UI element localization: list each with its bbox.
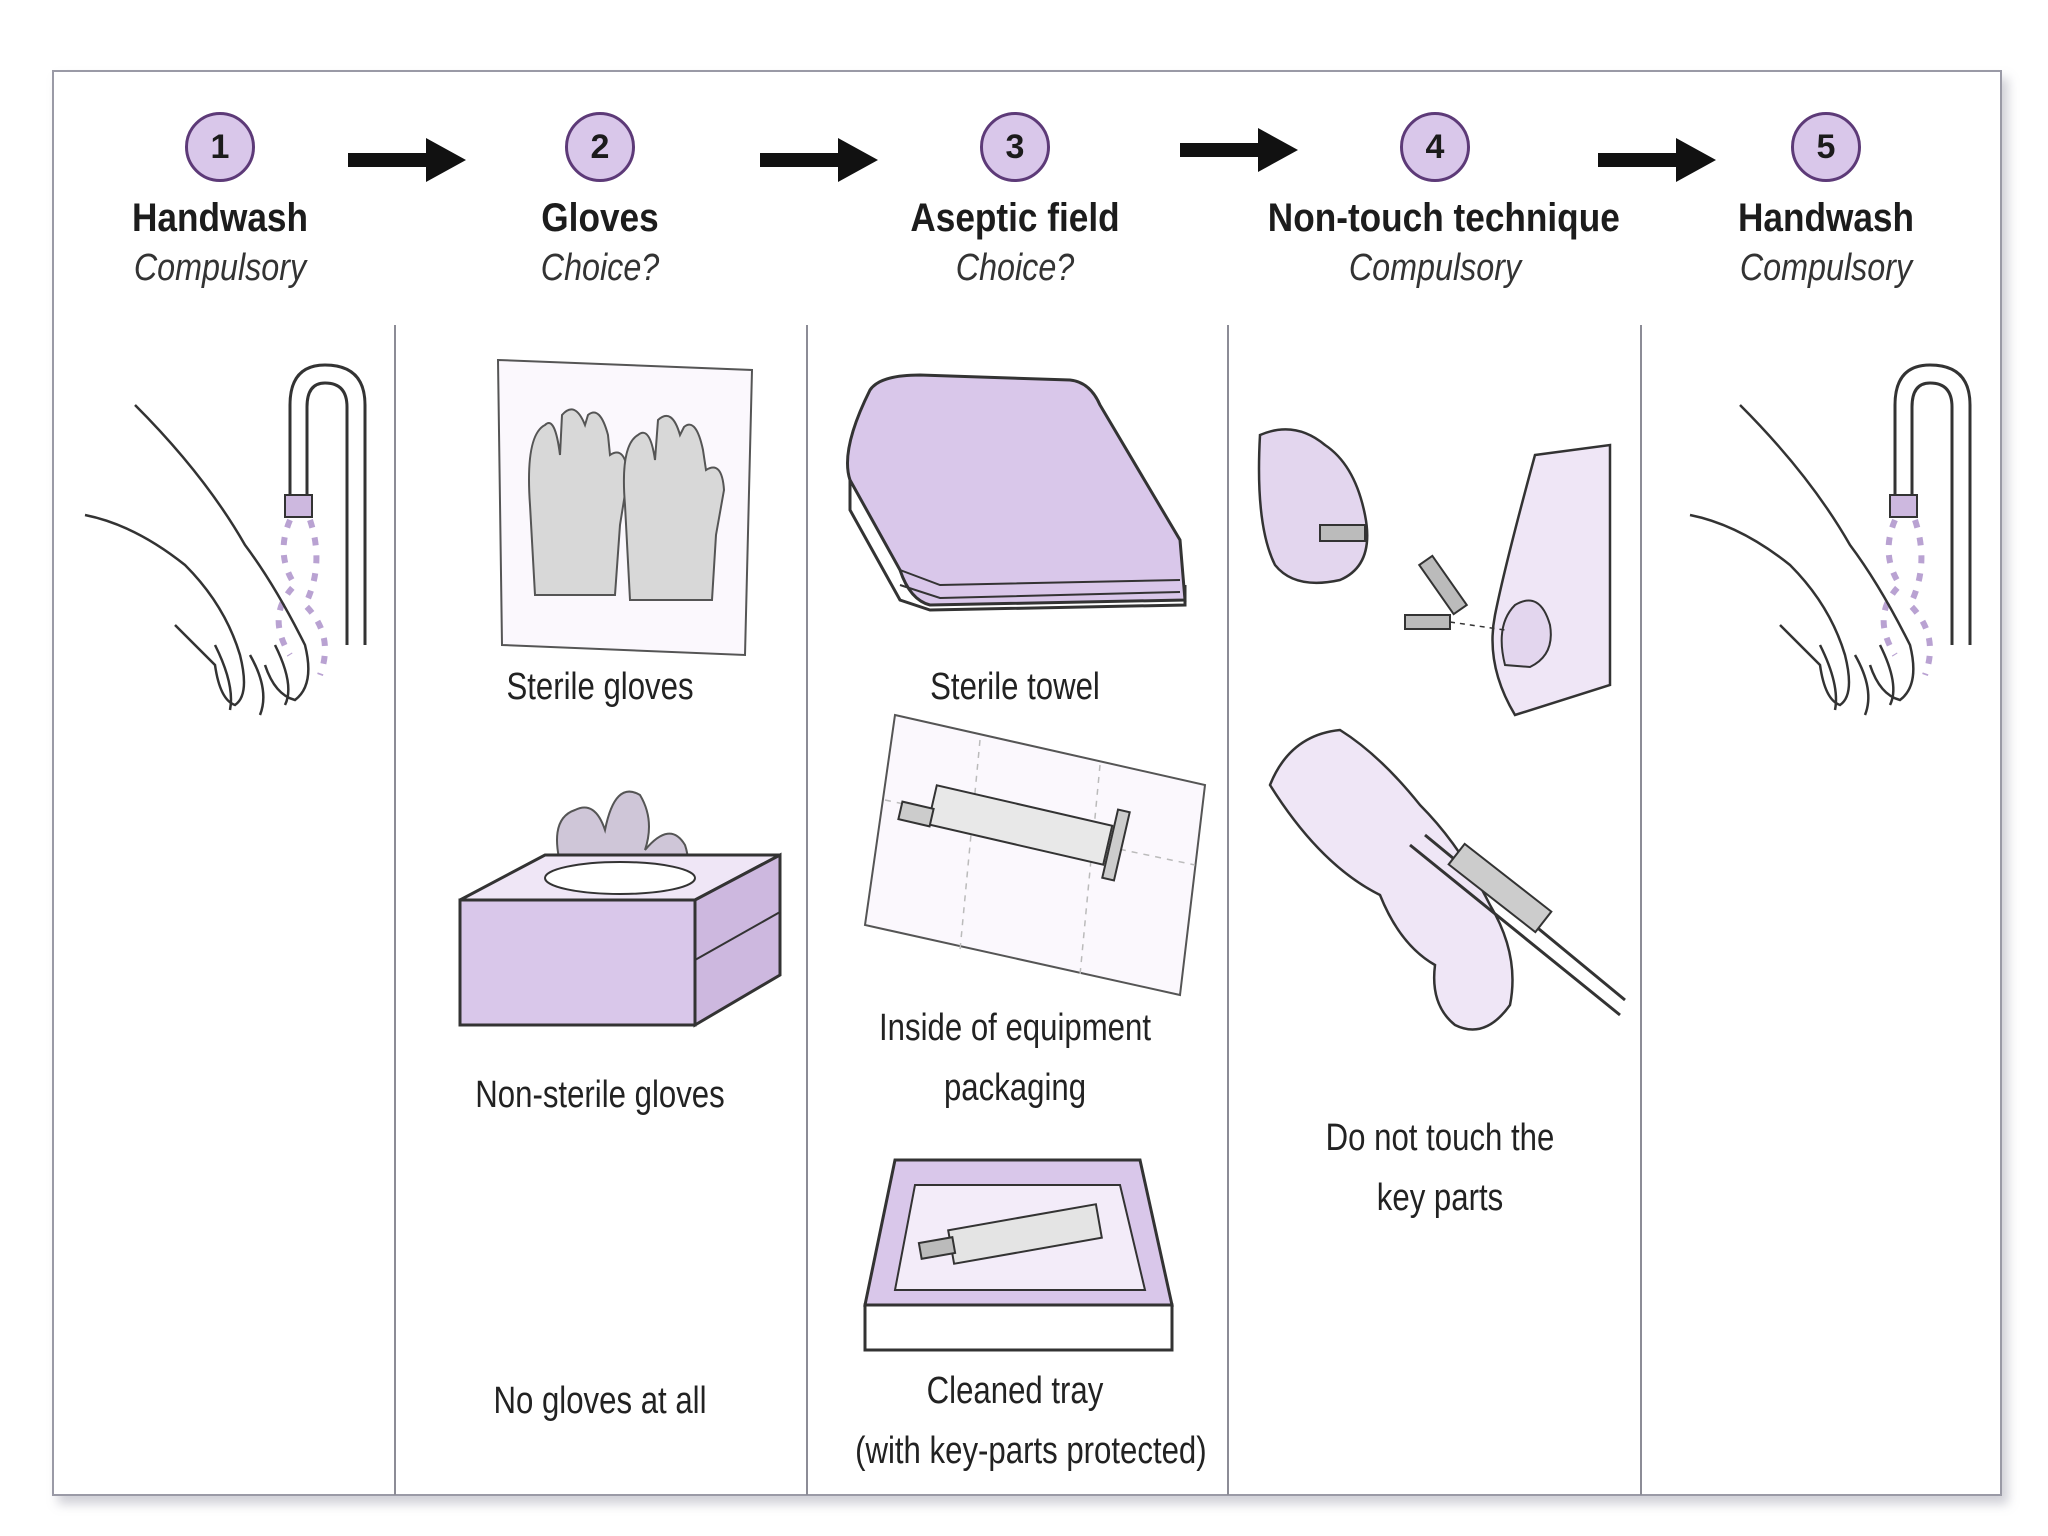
step-5-status: Compulsory (1739, 247, 1913, 289)
arrow-right-icon (1598, 138, 1716, 182)
step-1-number: 1 (185, 112, 255, 182)
step-5-header: 5 Handwash Compulsory (1636, 112, 2016, 290)
step-2-title: Gloves (541, 196, 659, 240)
equipment-packaging-label-line1: Inside of equipment (879, 1007, 1151, 1049)
sterile-towel-icon (846, 373, 1187, 612)
step-4-title: Non-touch technique (1267, 196, 1620, 240)
step-1-title: Handwash (131, 196, 309, 240)
non-touch-label-line2: key parts (1376, 1177, 1504, 1219)
step-1-status: Compulsory (133, 247, 307, 289)
sterile-gloves-label: Sterile gloves (506, 666, 694, 708)
column-divider-3 (1227, 325, 1229, 1495)
step-2-number: 2 (565, 112, 635, 182)
step-4-status: Compulsory (1348, 247, 1522, 289)
no-gloves-label: No gloves at all (493, 1380, 707, 1422)
step-2-status: Choice? (540, 247, 660, 289)
column-divider-4 (1640, 325, 1642, 1495)
non-sterile-gloves-label: Non-sterile gloves (475, 1074, 725, 1116)
step-5-number: 5 (1791, 112, 1861, 182)
step-4-number: 4 (1400, 112, 1470, 182)
step-3-number: 3 (980, 112, 1050, 182)
sterile-gloves-package-icon (496, 358, 754, 657)
arrow-right-icon (348, 138, 466, 182)
arrow-right-icon (1180, 128, 1298, 172)
step-3-header: 3 Aseptic field Choice? (825, 112, 1205, 290)
non-touch-gloved-hand-syringe-illustration (1268, 728, 1626, 1031)
handwash-tap-illustration-1 (84, 363, 367, 716)
column-divider-2 (806, 325, 808, 1495)
handwash-tap-illustration-2 (1689, 363, 1972, 716)
arrow-right-icon (760, 138, 878, 182)
step-3-title: Aseptic field (910, 196, 1120, 240)
step-3-status: Choice? (955, 247, 1075, 289)
equipment-packaging-icon (863, 713, 1207, 997)
equipment-packaging-label-line2: packaging (943, 1067, 1087, 1109)
step-4-header: 4 Non-touch technique Compulsory (1245, 112, 1625, 290)
sterile-towel-label: Sterile towel (930, 666, 1100, 708)
cleaned-tray-label-line2: (with key-parts protected) (855, 1430, 1207, 1472)
step-1-header: 1 Handwash Compulsory (30, 112, 410, 290)
cleaned-tray-label-line1: Cleaned tray (926, 1370, 1104, 1412)
step-5-title: Handwash (1737, 196, 1915, 240)
column-divider-1 (394, 325, 396, 1495)
cleaned-tray-icon (863, 1158, 1174, 1352)
step-2-header: 2 Gloves Choice? (410, 112, 790, 290)
non-sterile-gloves-box-icon (458, 790, 782, 1028)
non-touch-label-line1: Do not touch the (1325, 1117, 1555, 1159)
non-touch-hands-syringe-illustration (1257, 428, 1612, 717)
